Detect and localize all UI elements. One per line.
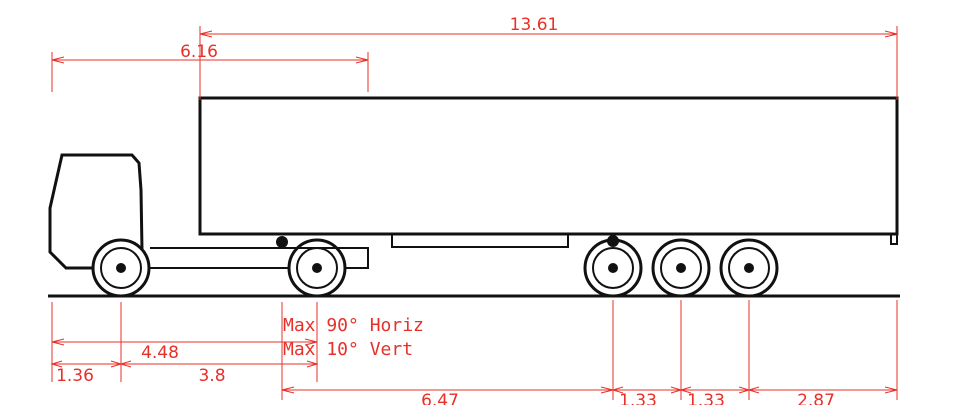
dimension-rear-overhang: 2.87 (747, 386, 898, 405)
dimension-front-overhang: 1.36 (50, 360, 123, 386)
overall-length-label: 13.61 (510, 15, 559, 35)
dimension-kingpin-to-trailer-axle: 6.47 (281, 386, 614, 405)
trailer-axle-spacing-1-label: 1.33 (619, 391, 657, 405)
wheel-front-axle (91, 238, 151, 298)
tractor-unit (48, 153, 369, 270)
dimension-kingpin-from-front: 6.16 (51, 42, 369, 92)
tractor-wheelbase-label: 3.8 (198, 366, 225, 386)
wheel-trailer-axle-2 (651, 238, 711, 298)
wheel-trailer-axle-1 (583, 238, 643, 298)
vertical-articulation-note: Max 10° Vert (283, 339, 413, 360)
trailer-rear-bumper (890, 233, 898, 245)
kingpin-to-trailer-axle-label: 6.47 (421, 391, 459, 405)
tractor-cab (48, 153, 144, 270)
kingpin-from-front-label: 6.16 (180, 42, 218, 62)
dimension-tractor-wheelbase: 3.8 (119, 360, 319, 386)
wheel-trailer-axle-3 (719, 238, 779, 298)
front-to-rear-axle-label: 4.48 (141, 343, 179, 363)
wheel-drive-axle (287, 238, 347, 298)
horizontal-articulation-note: Max 90° Horiz (283, 315, 424, 336)
front-overhang-label: 1.36 (56, 366, 94, 386)
semi-trailer (198, 96, 899, 248)
tractor-chassis (150, 247, 369, 269)
fifth-wheel-kingpin (276, 236, 288, 248)
dimension-trailer-axle-spacing-2: 1.33 (679, 386, 751, 405)
trailer-side-skirt (391, 233, 569, 248)
rear-overhang-label: 2.87 (797, 391, 835, 405)
dimension-overall-length: 13.61 (199, 15, 898, 100)
trailer-axle-spacing-2-label: 1.33 (687, 391, 725, 405)
dimension-trailer-axle-spacing-1: 1.33 (611, 386, 683, 405)
dimension-front-to-rear-axle: 4.48 (51, 338, 318, 363)
trailer-box (198, 96, 899, 236)
